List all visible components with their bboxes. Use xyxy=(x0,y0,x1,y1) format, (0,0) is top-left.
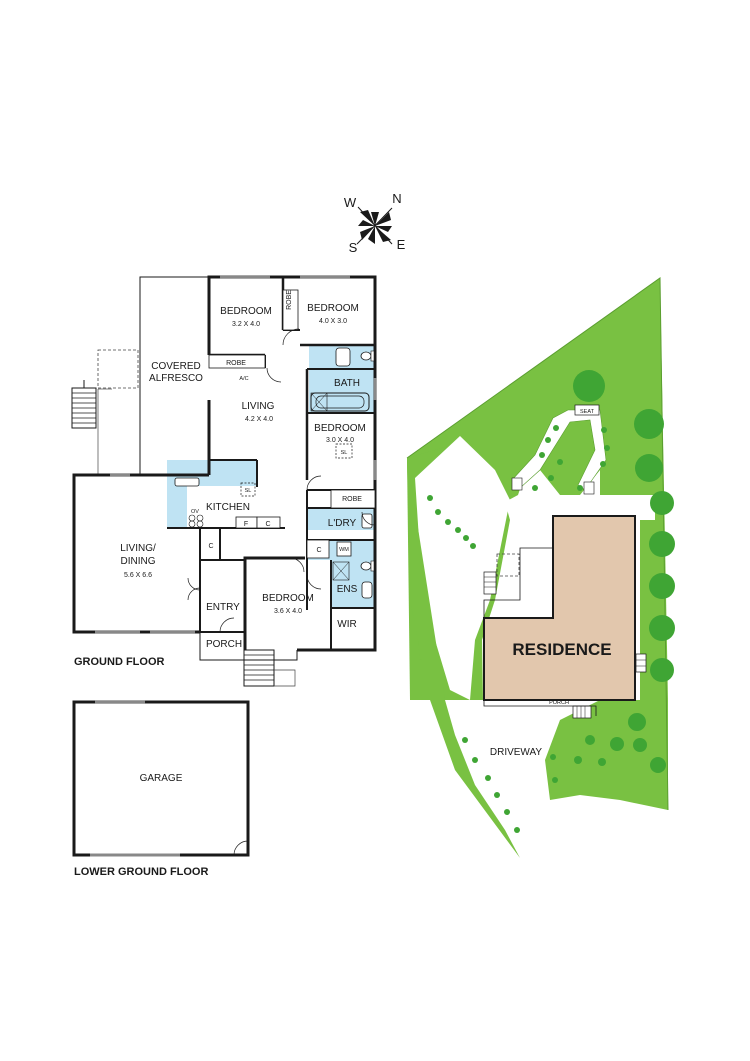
ac-label: A/C xyxy=(239,376,248,382)
garage-label: GARAGE xyxy=(140,773,183,784)
site-porch-label: PORCH xyxy=(549,700,569,706)
site-stairs-icon xyxy=(483,477,647,719)
wir-label: WIR xyxy=(337,619,356,630)
garage-walls xyxy=(72,700,250,857)
living-size: 4.2 X 4.0 xyxy=(245,416,273,423)
door-swings xyxy=(187,328,376,633)
cupboard-boxes xyxy=(208,289,376,559)
alfresco-stairs-icon xyxy=(71,380,97,429)
kitchen-sink-icon xyxy=(174,477,204,528)
robe1-label: ROBE xyxy=(286,290,293,310)
living-dining-size: 5.6 X 6.6 xyxy=(124,572,152,579)
bath-label: BATH xyxy=(334,378,360,389)
site-plan xyxy=(406,277,675,860)
bedroom3-size: 3.0 X 4.0 xyxy=(326,437,354,444)
compass-n: N xyxy=(392,191,401,206)
basin-icon xyxy=(335,347,373,599)
living-dining-label-2: DINING xyxy=(121,556,156,567)
bedroom1-size: 3.2 X 4.0 xyxy=(232,321,260,328)
seat-label: SEAT xyxy=(580,409,595,415)
alfresco-label-2: ALFRESCO xyxy=(149,373,203,384)
skylight-kitchen-label: SL xyxy=(245,488,252,494)
bedroom2-size: 4.0 X 3.0 xyxy=(319,318,347,325)
kitchen-label: KITCHEN xyxy=(206,502,250,513)
fridge-label: F xyxy=(244,521,248,528)
bedroom4-label: BEDROOM xyxy=(262,593,314,604)
washing-machine-label: WM xyxy=(339,547,349,553)
compass-w: W xyxy=(344,195,357,210)
compass-rose-icon xyxy=(356,206,393,245)
living-label: LIVING xyxy=(242,401,275,412)
cupboard-label-laundry: C xyxy=(316,547,321,554)
driveway-label: DRIVEWAY xyxy=(490,747,543,758)
toilet-icon xyxy=(360,350,375,572)
windows xyxy=(95,275,377,634)
entry-label: ENTRY xyxy=(206,602,240,613)
bedroom4-size: 3.6 X 4.0 xyxy=(274,608,302,615)
porch-label: PORCH xyxy=(206,639,242,650)
residence-label: RESIDENCE xyxy=(512,640,611,659)
bedroom3-label: BEDROOM xyxy=(314,423,366,434)
shower-icon xyxy=(310,392,350,581)
living-dining-label-1: LIVING/ xyxy=(120,543,156,554)
oven-label: OV xyxy=(191,509,199,515)
cupboard-label-kitchen: C xyxy=(265,521,270,528)
porch-stairs-icon xyxy=(199,632,298,687)
robe2-label: ROBE xyxy=(226,360,246,367)
ground-floor-heading: GROUND FLOOR xyxy=(74,656,164,668)
ensuite-label: ENS xyxy=(337,584,358,595)
cupboard-label-hall: C xyxy=(208,543,213,550)
robe3-label: ROBE xyxy=(342,496,362,503)
tree-icons xyxy=(427,370,675,833)
compass-e: E xyxy=(397,237,406,252)
laundry-label: L'DRY xyxy=(328,518,357,529)
skylight-bedroom xyxy=(335,443,353,459)
bedroom1-label: BEDROOM xyxy=(220,306,272,317)
compass-s: S xyxy=(349,240,358,255)
bedroom2-label: BEDROOM xyxy=(307,303,359,314)
skylight-bedroom-label: SL xyxy=(341,450,348,456)
lower-ground-floor-heading: LOWER GROUND FLOOR xyxy=(74,866,208,878)
skylight-kitchen xyxy=(240,482,256,497)
alfresco-label-1: COVERED xyxy=(151,361,200,372)
